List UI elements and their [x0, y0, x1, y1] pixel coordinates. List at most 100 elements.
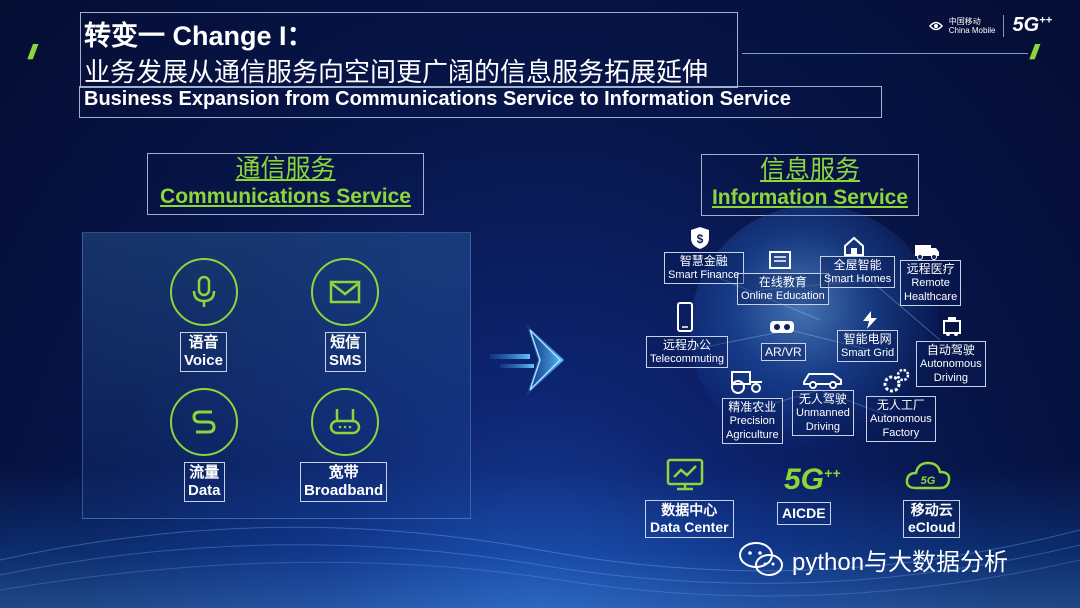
title-box: [80, 12, 738, 88]
info-smart-grid-en: Smart Grid: [841, 347, 895, 359]
info-precision-agriculture: 精准农业 Precision Agriculture: [722, 398, 783, 444]
page-title: 转变一 Change I：: [84, 21, 314, 51]
info-smart-finance: 智慧金融 Smart Finance: [664, 252, 744, 284]
ambulance-icon: [915, 245, 939, 260]
info-unmanned-driving: 无人驾驶 Unmanned Driving: [792, 390, 854, 436]
china-mobile-icon: [928, 21, 943, 30]
info-autonomous-factory-cn: 无人工厂: [876, 398, 925, 412]
phone-icon: [677, 302, 693, 332]
wave-decoration: [0, 526, 1080, 597]
info-online-education-en: Online Education: [741, 290, 825, 302]
china-mobile-en: China Mobile: [948, 25, 996, 35]
info-smart-homes-en: Smart Homes: [824, 273, 892, 285]
communications-title-box: 通信服务 Communications Service: [147, 153, 424, 215]
info-telecommuting-en: Telecommuting: [650, 353, 724, 365]
service-sms: 短信 SMS: [325, 332, 366, 372]
service-broadband: 宽带 Broadband: [300, 462, 388, 502]
monitor-chart-icon: [666, 458, 704, 491]
bottom-data-center-en: Data Center: [650, 519, 729, 535]
info-autonomous-driving-cn: 自动驾驶: [926, 343, 975, 357]
network-lines: [689, 269, 941, 421]
header-logos: 中国移动 China Mobile 5G++: [927, 14, 1052, 37]
info-unmanned-driving-en: Unmanned: [796, 407, 850, 419]
info-online-education: 在线教育 Online Education: [737, 273, 829, 305]
envelope-icon: [311, 258, 379, 326]
data-s-icon: [170, 388, 238, 456]
info-remote-healthcare-cn: 远程医疗: [906, 262, 955, 276]
logo-divider: [1003, 14, 1005, 37]
service-data: 流量 Data: [184, 462, 225, 502]
gears-icon: [883, 368, 910, 393]
info-ar-vr-en: AR/VR: [765, 345, 802, 359]
watermark: python与大数据分析: [738, 540, 1008, 578]
info-autonomous-factory: 无人工厂 Autonomous Factory: [866, 396, 936, 442]
autonomous-car-icon: [943, 317, 961, 336]
service-data-en: Data: [188, 482, 221, 499]
service-broadband-cn: 宽带: [328, 464, 359, 481]
microphone-icon: [170, 258, 238, 326]
info-smart-finance-en: Smart Finance: [668, 269, 740, 281]
house-icon: [844, 236, 864, 256]
bottom-ecloud-cn: 移动云: [910, 502, 953, 518]
watermark-text: python与大数据分析: [792, 548, 1009, 576]
5g-logo: 5G++: [1012, 14, 1052, 36]
router-icon: [311, 388, 379, 456]
cloud-5g-icon: 5G: [905, 461, 951, 490]
info-autonomous-factory-en2: Factory: [882, 427, 920, 439]
service-sms-cn: 短信: [330, 334, 361, 351]
information-title-en: Information Service: [711, 186, 909, 209]
service-broadband-en: Broadband: [304, 482, 384, 499]
information-title-box: 信息服务 Information Service: [701, 154, 919, 216]
communications-panel: [82, 232, 471, 519]
info-remote-healthcare-en2: Healthcare: [904, 291, 958, 303]
car-icon: [803, 373, 842, 389]
service-voice-en: Voice: [184, 352, 223, 369]
bottom-data-center: 数据中心 Data Center: [645, 500, 734, 538]
5g-logo-sup: ++: [1039, 14, 1052, 27]
service-voice: 语音 Voice: [180, 332, 227, 372]
bottom-ecloud: 移动云 eCloud: [903, 500, 961, 538]
wechat-icon: [739, 542, 783, 576]
info-online-education-cn: 在线教育: [758, 275, 807, 289]
vr-headset-icon: [770, 321, 794, 333]
info-smart-homes: 全屋智能 Smart Homes: [820, 256, 896, 288]
header-slash-left: ///: [28, 42, 36, 64]
communications-title-cn: 通信服务: [235, 155, 336, 183]
china-mobile-cn: 中国移动: [948, 16, 981, 26]
information-title-cn: 信息服务: [759, 156, 860, 184]
shield-dollar-icon: $: [691, 227, 709, 249]
bottom-aicde: AICDE: [777, 502, 831, 525]
info-unmanned-driving-en2: Driving: [805, 421, 841, 433]
service-voice-cn: 语音: [188, 334, 219, 351]
aicde-5g-logo-icon: 5G++: [784, 463, 841, 496]
page-subtitle: Business Expansion from Communications S…: [84, 88, 791, 110]
info-autonomous-factory-en: Autonomous: [870, 413, 932, 425]
info-smart-finance-cn: 智慧金融: [679, 254, 728, 268]
info-precision-agriculture-cn: 精准农业: [728, 400, 777, 414]
header-line-right: [742, 53, 1028, 54]
bottom-data-center-cn: 数据中心: [661, 502, 718, 518]
info-unmanned-driving-cn: 无人驾驶: [798, 392, 847, 406]
book-icon: [769, 251, 791, 269]
info-telecommuting-cn: 远程办公: [662, 338, 711, 352]
bottom-glow: [0, 468, 1080, 608]
page-title-line2: 业务发展从通信服务向空间更广阔的信息服务拓展延伸: [84, 57, 709, 87]
lightning-icon: [863, 311, 877, 329]
info-remote-healthcare: 远程医疗 Remote Healthcare: [900, 260, 962, 306]
info-precision-agriculture-en2: Agriculture: [726, 429, 779, 441]
service-sms-en: SMS: [329, 352, 362, 369]
communications-title-en: Communications Service: [160, 185, 411, 208]
china-mobile-logo: 中国移动 China Mobile: [927, 16, 996, 35]
info-smart-homes-cn: 全屋智能: [833, 258, 882, 272]
subtitle-box: [79, 86, 882, 118]
tractor-icon: [731, 371, 762, 394]
info-telecommuting: 远程办公 Telecommuting: [646, 336, 728, 368]
svg-text:5G: 5G: [921, 475, 936, 487]
info-remote-healthcare-en: Remote: [911, 277, 950, 289]
info-smart-grid-cn: 智能电网: [843, 332, 892, 346]
service-data-cn: 流量: [189, 464, 220, 481]
globe-graphic: [690, 205, 940, 455]
bottom-aicde-en: AICDE: [782, 505, 826, 521]
header-slash-right: ///: [1030, 42, 1038, 64]
arrow-right-icon: [490, 324, 564, 396]
